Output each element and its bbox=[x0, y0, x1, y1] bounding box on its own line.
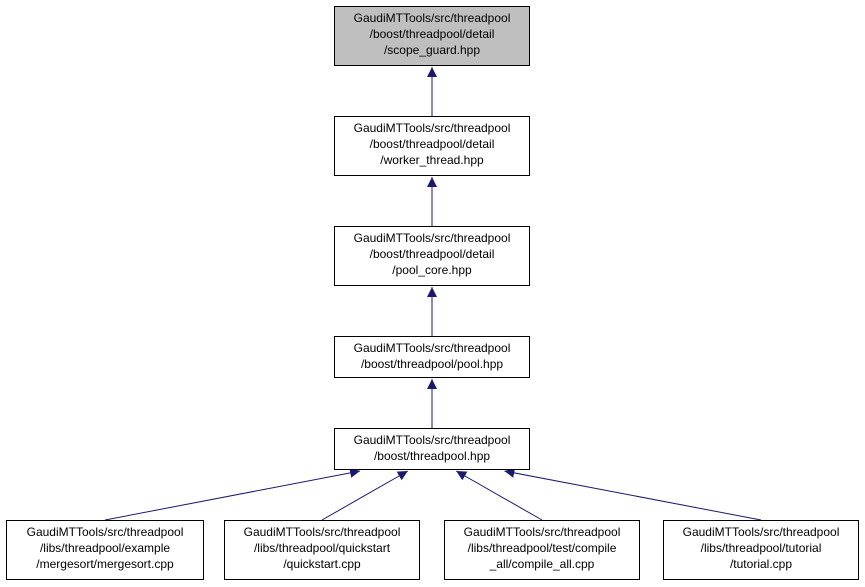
edge-quickstart-to-threadpool bbox=[321, 470, 409, 521]
node-label-line: /pool_core.hpp bbox=[392, 263, 472, 277]
node-threadpool-hpp[interactable]: GaudiMTTools/src/threadpool /boost/threa… bbox=[334, 428, 530, 470]
node-compile-all-cpp[interactable]: GaudiMTTools/src/threadpool /libs/thread… bbox=[444, 520, 640, 580]
node-scope-guard-hpp[interactable]: GaudiMTTools/src/threadpool /boost/threa… bbox=[334, 6, 530, 66]
node-label-line: /libs/threadpool/example bbox=[39, 541, 171, 555]
node-label-line: /boost/threadpool/detail bbox=[369, 247, 495, 261]
node-worker-thread-hpp[interactable]: GaudiMTTools/src/threadpool /boost/threa… bbox=[334, 116, 530, 176]
node-pool-hpp[interactable]: GaudiMTTools/src/threadpool /boost/threa… bbox=[334, 336, 530, 378]
node-quickstart-cpp[interactable]: GaudiMTTools/src/threadpool /libs/thread… bbox=[224, 520, 420, 580]
node-label-line: GaudiMTTools/src/threadpool bbox=[243, 525, 401, 539]
node-label-line: /quickstart.cpp bbox=[283, 557, 361, 571]
node-label-line: GaudiMTTools/src/threadpool bbox=[682, 525, 840, 539]
node-pool-core-hpp[interactable]: GaudiMTTools/src/threadpool /boost/threa… bbox=[334, 226, 530, 286]
node-label-line: GaudiMTTools/src/threadpool bbox=[353, 11, 511, 25]
edge-mergesort-to-threadpool bbox=[104, 467, 361, 521]
node-label-line: /boost/threadpool/detail bbox=[369, 137, 495, 151]
node-label-line: GaudiMTTools/src/threadpool bbox=[26, 525, 184, 539]
node-label-line: /boost/threadpool/detail bbox=[369, 27, 495, 41]
node-label-line: GaudiMTTools/src/threadpool bbox=[353, 341, 511, 355]
node-label-line: GaudiMTTools/src/threadpool bbox=[353, 121, 511, 135]
edge-compile_all-to-threadpool bbox=[455, 470, 543, 521]
node-label-line: /libs/threadpool/quickstart bbox=[253, 541, 391, 555]
node-tutorial-cpp[interactable]: GaudiMTTools/src/threadpool /libs/thread… bbox=[663, 520, 859, 580]
node-label-line: /worker_thread.hpp bbox=[380, 153, 484, 167]
node-label-line: /tutorial.cpp bbox=[729, 557, 793, 571]
node-label-line: /boost/threadpool.hpp bbox=[373, 449, 491, 463]
node-label-line: GaudiMTTools/src/threadpool bbox=[353, 433, 511, 447]
node-label-line: /scope_guard.hpp bbox=[383, 43, 481, 57]
node-label-line: /mergesort/mergesort.cpp bbox=[36, 557, 174, 571]
node-label-line: GaudiMTTools/src/threadpool bbox=[463, 525, 621, 539]
node-label-line: /libs/threadpool/tutorial bbox=[700, 541, 822, 555]
node-label-line: _all/compile_all.cpp bbox=[489, 557, 595, 571]
node-label-line: GaudiMTTools/src/threadpool bbox=[353, 231, 511, 245]
edge-tutorial-to-threadpool bbox=[504, 467, 762, 521]
node-label-line: /boost/threadpool/pool.hpp bbox=[360, 357, 504, 371]
node-mergesort-cpp[interactable]: GaudiMTTools/src/threadpool /libs/thread… bbox=[6, 520, 204, 580]
node-label-line: /libs/threadpool/test/compile bbox=[467, 541, 617, 555]
